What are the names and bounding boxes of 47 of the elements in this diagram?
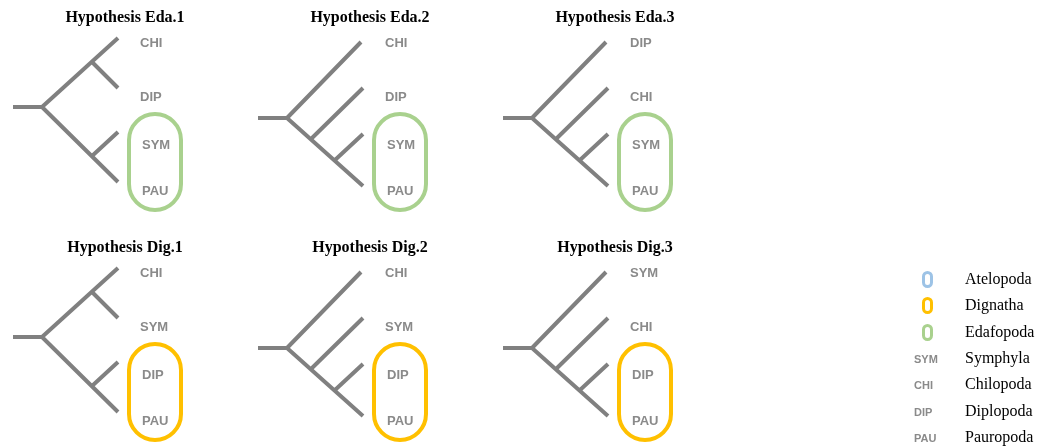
taxon-label: PAU: [142, 184, 169, 198]
legend-text: Pauropoda: [965, 427, 1034, 446]
taxon-label: DIP: [632, 368, 654, 382]
panel-title: Hypothesis Eda.3: [554, 8, 676, 26]
taxon-label: SYM: [632, 138, 661, 152]
legend-text: Chilopoda: [965, 375, 1032, 394]
taxon-label: PAU: [142, 414, 169, 428]
abbreviation-label: CHI: [914, 379, 933, 392]
panel-title: Hypothesis Dig.2: [311, 238, 429, 256]
clade-outline: [372, 112, 428, 212]
clade-outline: [127, 112, 183, 212]
taxon-label: DIP: [140, 90, 162, 104]
taxon-label: CHI: [385, 36, 408, 50]
taxon-label: SYM: [387, 138, 416, 152]
clade-outline: [617, 112, 673, 212]
abbreviation-label: DIP: [914, 405, 933, 418]
taxon-label: PAU: [387, 184, 414, 198]
legend-text: Edafopoda: [965, 322, 1035, 341]
taxon-label: PAU: [632, 414, 659, 428]
taxon-label: DIP: [630, 36, 652, 50]
taxon-label: CHI: [140, 266, 163, 280]
legend-text: Symphyla: [965, 348, 1030, 367]
taxon-label: CHI: [630, 90, 653, 104]
taxon-label: SYM: [142, 138, 171, 152]
taxon-label: PAU: [387, 414, 414, 428]
taxon-label: DIP: [385, 90, 407, 104]
taxon-label: CHI: [630, 320, 653, 334]
taxon-label: CHI: [140, 36, 163, 50]
taxon-label: DIP: [142, 368, 164, 382]
clade-outline: [127, 342, 183, 442]
taxon-label: SYM: [140, 320, 169, 334]
abbreviation-label: PAU: [914, 431, 937, 444]
abbreviation-label: SYM: [914, 352, 938, 365]
panel-title: Hypothesis Eda.2: [309, 8, 431, 26]
taxon-label: CHI: [385, 266, 408, 280]
taxon-label: SYM: [385, 320, 414, 334]
taxon-label: DIP: [387, 368, 409, 382]
panel-title: Hypothesis Dig.1: [66, 238, 184, 256]
legend-text: Atelopoda: [965, 270, 1032, 288]
panel-title: Hypothesis Eda.1: [64, 8, 186, 26]
taxon-label: SYM: [630, 266, 659, 280]
clade-outline: [617, 342, 673, 442]
panel-title: Hypothesis Dig.3: [556, 238, 674, 256]
taxon-label: PAU: [632, 184, 659, 198]
legend-text: Dignatha: [965, 296, 1024, 315]
legend-text: Diplopoda: [965, 401, 1033, 420]
clade-outline: [372, 342, 428, 442]
